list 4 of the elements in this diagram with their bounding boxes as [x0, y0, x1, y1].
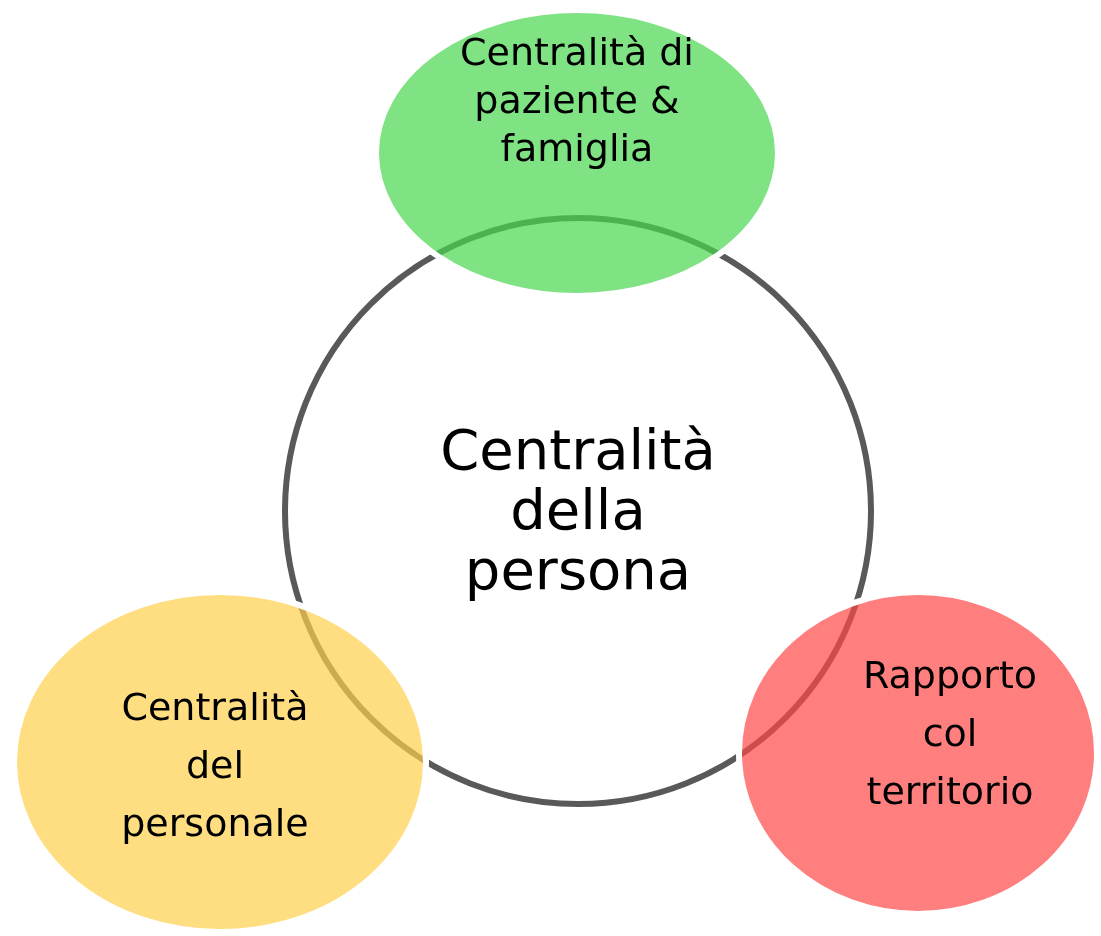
node-label: Centralità di paziente & famiglia [459, 29, 695, 172]
node-label: Centralità del personale [120, 684, 310, 847]
node-label: Centralità della persona [439, 420, 717, 600]
node-label: Rapporto col territorio [861, 652, 1039, 815]
